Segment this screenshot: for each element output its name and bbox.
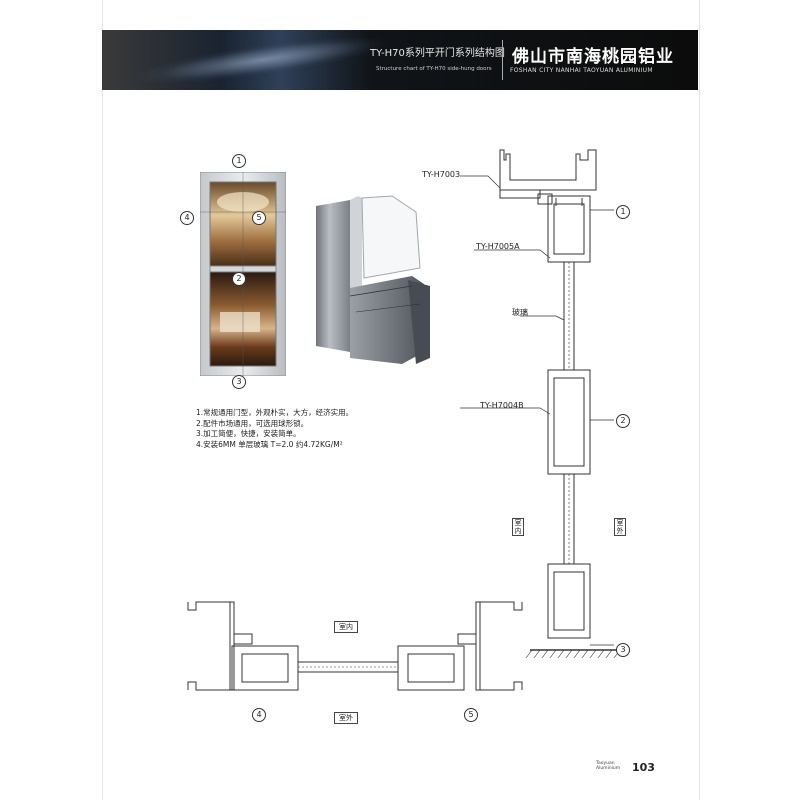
label-indoor-vertical: 室内 [512,518,524,536]
header-banner [102,30,698,90]
section-marker-3: 3 [616,643,630,657]
footer-brand-line: Taoyuan [596,761,615,766]
section-marker-4: 4 [252,708,266,722]
label-glass: 玻璃 [512,308,528,317]
door-marker-1: 1 [232,154,246,168]
note-line: 4.安装6MM 单层玻璃 T=2.0 约4.72KG/M² [196,439,343,449]
note-line: 1.常规通用门型，外观朴实，大方，经济实用。 [196,408,354,417]
label-ty-h7005a: TY-H7005A [476,242,520,251]
brand-name-english: FOSHAN CITY NANHAI TAOYUAN ALUMINIUM [510,67,653,74]
label-ty-h7003: TY-H7003 [422,170,461,179]
door-marker-2: 2 [232,272,246,286]
note-line: 3.加工简便，快捷，安装简单。 [196,429,301,438]
label-ty-h7004b: TY-H7004B [480,401,524,410]
door-marker-5: 5 [252,211,266,225]
section-marker-1: 1 [616,205,630,219]
door-marker-4: 4 [180,211,194,225]
footer-brand-line: Aluminium [596,766,621,771]
header-subtitle: Structure chart of TY-H70 side-hung door… [376,66,492,72]
label-outdoor-horizontal: 室外 [334,712,358,724]
vertical-section-drawing [460,149,624,659]
label-outdoor-vertical: 室外 [614,518,626,536]
section-marker-2: 2 [616,414,630,428]
page-sheet [102,0,700,800]
footer-brand: Taoyuan Aluminium [596,761,620,771]
horizontal-section-drawing [187,601,523,691]
brand-name: 佛山市南海桃园铝业 [512,47,674,67]
page-number: 103 [632,761,655,774]
note-line: 2.配件市场通用，可选用球形锁。 [196,418,309,428]
header-divider [502,40,503,80]
header-title: TY-H70系列平开门系列结构图 [370,48,505,59]
door-photo [200,172,286,376]
profile-3d-render [316,195,430,364]
feature-notes: 1.常规通用门型，外观朴实，大方，经济实用。 2.配件市场通用，可选用球形锁。 … [196,408,353,450]
banner-light-streak [131,30,393,90]
section-marker-5: 5 [464,708,478,722]
label-indoor-horizontal: 室内 [334,621,358,633]
door-marker-3: 3 [232,375,246,389]
